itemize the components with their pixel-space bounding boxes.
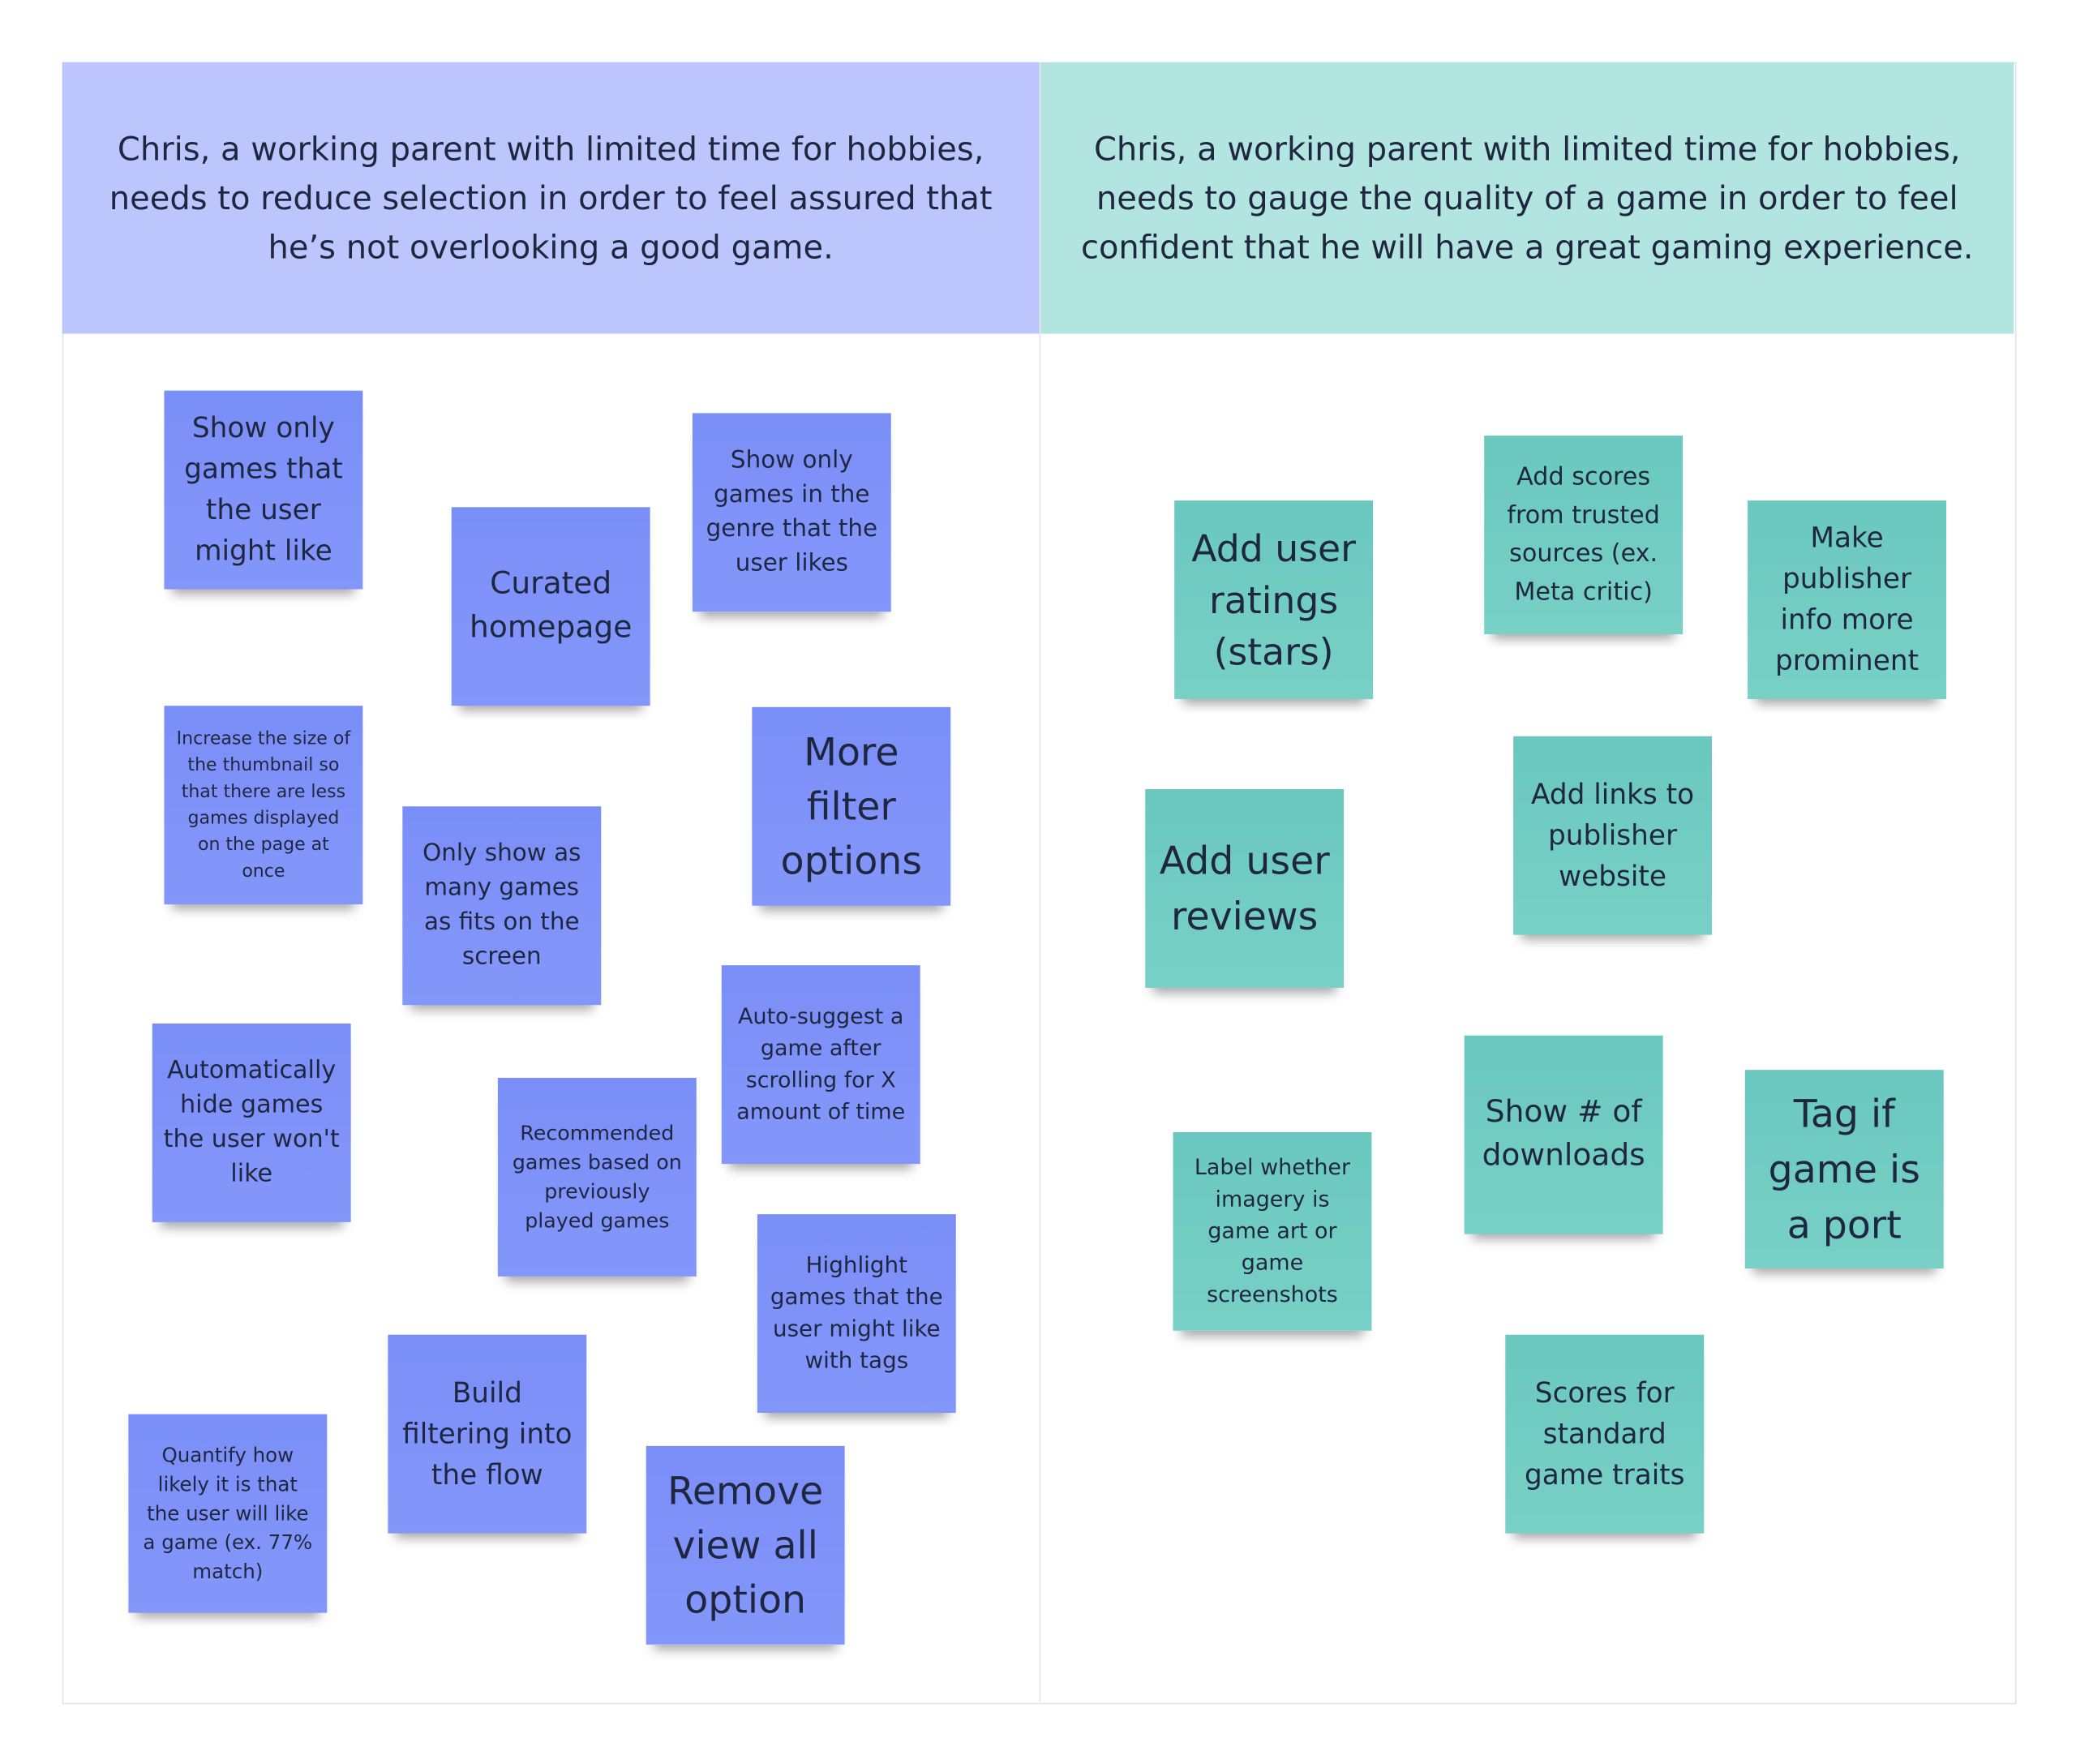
sticky-note[interactable]: Add user reviews xyxy=(1145,789,1345,988)
sticky-note[interactable]: Label whether imagery is game art or gam… xyxy=(1173,1131,1372,1331)
sticky-note[interactable]: Curated homepage xyxy=(451,507,650,706)
sticky-note[interactable]: Show # of downloads xyxy=(1464,1035,1663,1234)
sticky-note[interactable]: Make publisher info more prominent xyxy=(1748,500,1946,700)
sticky-note[interactable]: Show only games in the genre that the us… xyxy=(692,413,891,612)
sticky-note[interactable]: Add user ratings (stars) xyxy=(1174,500,1374,700)
sticky-note[interactable]: Recommended games based on previously pl… xyxy=(497,1077,697,1277)
sticky-note[interactable]: Scores for standard game traits xyxy=(1505,1334,1705,1534)
sticky-note[interactable]: Remove view all option xyxy=(646,1445,845,1645)
sticky-note[interactable]: Increase the size of the thumbnail so th… xyxy=(164,706,363,905)
header-gauge-quality: Chris, a working parent with limited tim… xyxy=(1040,62,2014,334)
sticky-note[interactable]: Only show as many games as fits on the s… xyxy=(402,806,602,1006)
column-divider xyxy=(1039,62,1041,1702)
header-reduce-selection: Chris, a working parent with limited tim… xyxy=(62,62,1040,334)
sticky-note[interactable]: Auto-suggest a game after scrolling for … xyxy=(721,965,920,1165)
sticky-note[interactable]: Automatically hide games the user won't … xyxy=(152,1024,351,1222)
sticky-note[interactable]: Quantify how likely it is that the user … xyxy=(128,1414,328,1613)
sticky-note[interactable]: Add scores from trusted sources (ex. Met… xyxy=(1484,436,1684,635)
sticky-note[interactable]: Add links to publisher website xyxy=(1513,736,1713,935)
sticky-note[interactable]: Tag if game is a port xyxy=(1744,1070,1944,1269)
sticky-note[interactable]: More filter options xyxy=(752,706,951,906)
sticky-note[interactable]: Highlight games that the user might like… xyxy=(757,1214,956,1414)
sticky-note[interactable]: Build filtering into the flow xyxy=(388,1334,587,1534)
sticky-note[interactable]: Show only games that the user might like xyxy=(164,390,363,590)
